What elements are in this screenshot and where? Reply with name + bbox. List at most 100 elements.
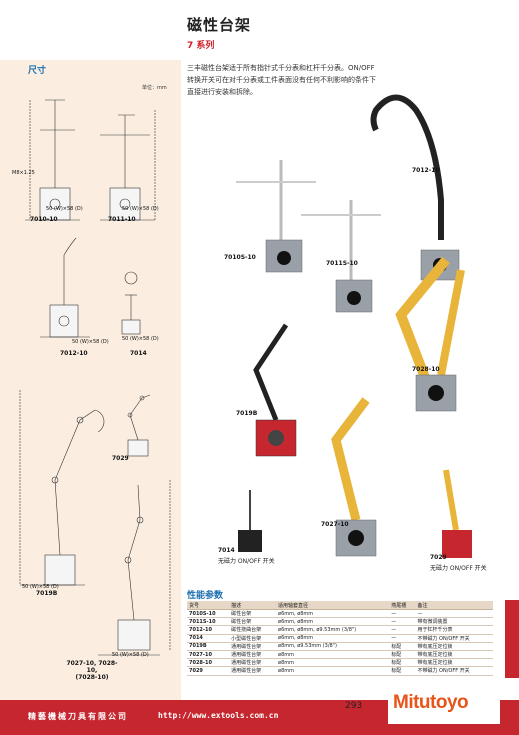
page-number: 293 [345,701,363,711]
cell-desc: 磁性挠曲台架 [229,625,277,635]
cell-dovetail: — [389,609,416,619]
cell-dovetail: — [389,617,416,627]
cell-code: 7012-10 [187,625,230,635]
photo-7014 [238,490,262,552]
cell-dovetail: 标配 [389,642,416,651]
drawing-7010-10 [25,99,80,221]
cell-shaft: ø8mm [276,650,390,660]
callout-base-2: 50 (W)×58 (D) [122,206,159,212]
photo-label-7027-10: 7027-10 [321,521,349,528]
drawing-7029 [127,394,151,457]
cell-remark: 带有底压定位锁 [415,658,493,668]
cell-remark: 带有底压定位锁 [415,650,493,660]
footer-url[interactable]: http://www.extools.com.cn [158,711,279,720]
cell-shaft: ø6mm, ø8mm [276,634,390,643]
col-dovetail: 燕尾槽 [389,601,416,610]
cell-code: 7027-10 [187,650,230,660]
cell-shaft: ø6mm, ø8mm [276,617,390,627]
photo-label-7012-10: 7012-10 [412,167,440,174]
description: 三丰磁性台架适于所有指针式千分表和杠杆千分表。ON/OFF 转换开关可在对千分表… [187,64,376,96]
side-tab [505,600,519,678]
photo-label-7010S-10: 7010S-10 [224,254,256,261]
brand-box [388,688,500,724]
cell-desc: 小型磁性台架 [229,634,277,643]
photo-sub-7014: 无磁力 ON/OFF 开关 [218,558,275,565]
drawing-7012-10 [40,237,90,338]
callout-m8: M8×1.25 [12,170,35,176]
drawing-7014 [121,271,141,335]
photo-7028-10 [395,256,465,412]
callout-base-5: 50 (W)×58 (D) [22,584,59,590]
callout-base-4: 50 (W)×58 (D) [122,336,159,342]
footer-company: 精藝機械刀具有限公司 [28,712,128,721]
cell-desc: 通用磁性台架 [229,666,277,676]
cell-desc: 磁性台架 [229,617,277,627]
photo-label-7029: 7029 [430,554,447,561]
drawing-7027 [98,480,171,656]
cell-remark: — [415,609,493,619]
photo-7011S-10 [301,200,381,313]
cell-desc: 通用磁性台架 [229,650,277,660]
cell-shaft: ø8mm [276,666,390,676]
label-7011-10: 7011-10 [108,216,136,223]
page-title: 磁性台架 [187,16,252,34]
cell-remark: 不带磁力 ON/OFF 开关 [415,634,493,643]
series-label: 7 系列 [187,41,215,51]
callout-base-6: 50 (W)×58 (D) [112,652,149,658]
dimension-drawings [19,99,171,656]
cell-shaft: ø6mm, ø8mm [276,609,390,619]
brand-name: Mitutoyo [393,692,469,713]
photo-7012-10 [370,94,460,281]
cell-code: 7011S-10 [187,617,230,627]
cell-remark: 用于杠杆千分表 [415,625,493,635]
cell-desc: 通用磁性台架 [229,658,277,668]
callout-base: 50 (W)×58 (D) [46,206,83,212]
photo-label-7014: 7014 [218,547,235,554]
photo-label-7011S-10: 7011S-10 [326,260,358,267]
photo-label-7019B: 7019B [236,410,258,417]
col-remark: 备注 [415,601,493,610]
photo-7029 [442,469,472,558]
photo-7019B [253,323,297,457]
photo-7010S-10 [236,160,316,273]
label-7027: 7027-10, 7028-10, (7028-10) [66,660,118,681]
cell-code: 7028-10 [187,658,230,668]
cell-desc: 通用磁性台架 [229,642,277,651]
cell-code: 7019B [187,642,230,651]
cell-dovetail: 标配 [389,658,416,668]
cell-dovetail: 标配 [389,650,416,660]
photo-label-7028-10: 7028-10 [412,366,440,373]
dimensions-title: 尺寸 [28,66,47,76]
specs-header-row: 货号 描述 适用轴套直径 燕尾槽 备注 [187,601,493,610]
label-7014: 7014 [130,350,147,357]
cell-shaft: ø6mm, ø8mm, ø9.53mm (3/8") [276,625,390,635]
cell-desc: 磁性台架 [229,609,277,619]
col-desc: 描述 [229,601,277,610]
cell-dovetail: 标配 [389,666,416,676]
cell-code: 7029 [187,666,230,676]
unit-label: 单位：mm [142,85,167,91]
photo-7027-10 [331,397,377,557]
cell-shaft: ø8mm [276,658,390,668]
callout-base-3: 50 (W)×58 (D) [72,339,109,345]
label-7019B: 7019B [36,590,58,597]
cell-code: 7014 [187,634,230,643]
drawing-7011-10 [100,110,156,221]
cell-shaft: ø8mm, ø9.53mm (3/8") [276,642,390,651]
photo-sub-7029: 无磁力 ON/OFF 开关 [430,565,487,572]
drawing-7019B [19,390,105,586]
cell-remark: 带有微调装置 [415,617,493,627]
specs-title: 性能参数 [187,591,224,601]
label-7010-10: 7010-10 [30,216,58,223]
col-code: 货号 [187,601,230,610]
brand-logo: Mitutoyo [393,692,469,714]
